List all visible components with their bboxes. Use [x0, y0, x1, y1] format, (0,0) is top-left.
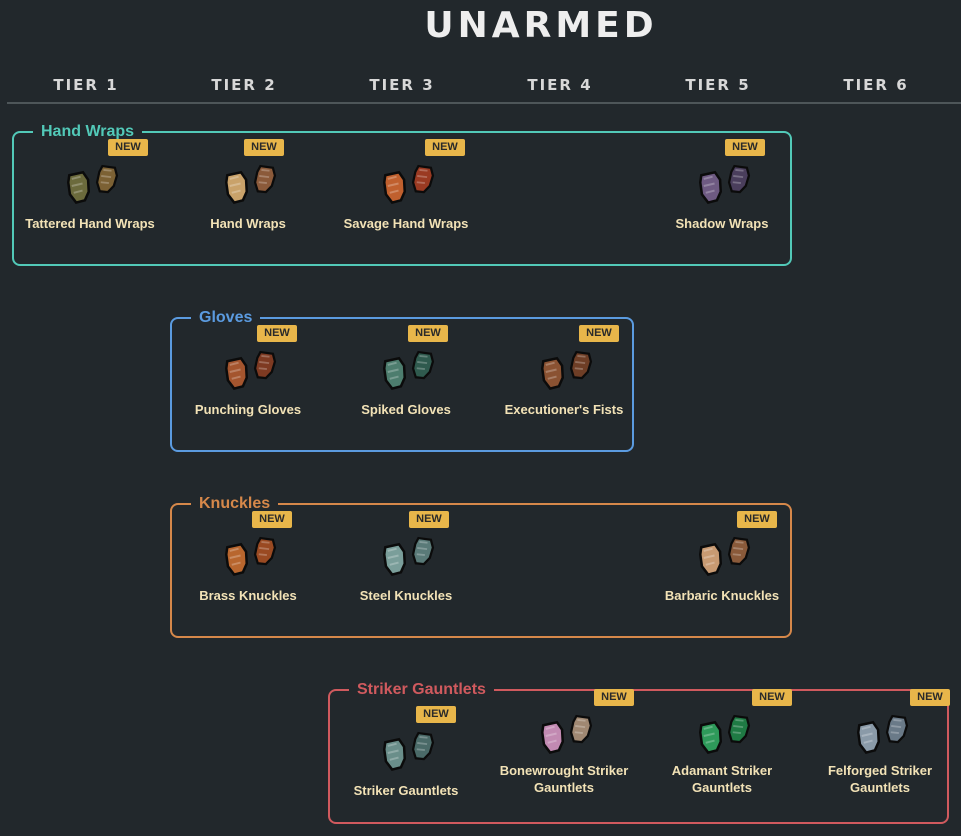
item-name: Tattered Hand Wraps — [25, 216, 155, 231]
item-card[interactable]: NEW Tattered Hand Wraps — [11, 139, 169, 239]
felforged-striker-gauntlets-icon — [857, 714, 909, 754]
item-name: Barbaric Knuckles — [664, 588, 780, 603]
item-name: Savage Hand Wraps — [343, 216, 469, 231]
new-badge: NEW — [108, 139, 148, 156]
item-name: Bonewrought Striker Gauntlets — [499, 763, 629, 795]
header-divider — [7, 102, 961, 104]
item-card[interactable]: NEW Striker Gauntlets — [327, 706, 485, 806]
tier-4-label: TIER 4 — [527, 76, 593, 94]
group-gloves: Gloves NEW Punching Gloves NEW Spiked Gl… — [169, 308, 634, 452]
item-card[interactable]: NEW Punching Gloves — [169, 325, 327, 425]
item-card[interactable]: NEW Steel Knuckles — [327, 511, 485, 611]
group-label: Knuckles — [191, 494, 279, 514]
item-card[interactable]: NEW Brass Knuckles — [169, 511, 327, 611]
item-name: Brass Knuckles — [199, 588, 297, 603]
item-name: Spiked Gloves — [361, 402, 451, 417]
group-knuckles: Knuckles NEW Brass Knuckles NEW Steel Kn… — [169, 494, 792, 638]
new-badge: NEW — [725, 139, 765, 156]
group-label: Hand Wraps — [33, 122, 143, 142]
bonewrought-striker-gauntlets-icon — [541, 714, 593, 754]
tier-3-label: TIER 3 — [369, 76, 435, 94]
item-card[interactable]: NEW Barbaric Knuckles — [643, 511, 801, 611]
item-card[interactable]: NEW Felforged Striker Gauntlets — [801, 689, 959, 795]
new-badge: NEW — [409, 511, 449, 528]
item-name: Felforged Striker Gauntlets — [827, 763, 933, 795]
new-badge: NEW — [594, 689, 634, 706]
punching-gloves-icon — [225, 350, 277, 390]
spiked-gloves-icon — [383, 350, 435, 390]
group-label: Striker Gauntlets — [349, 680, 494, 700]
new-badge: NEW — [579, 325, 619, 342]
barbaric-knuckles-icon — [699, 536, 751, 576]
item-name: Shadow Wraps — [675, 216, 769, 231]
item-name: Punching Gloves — [194, 402, 302, 417]
executioners-fists-icon — [541, 350, 593, 390]
shadow-wraps-icon — [699, 164, 751, 204]
new-badge: NEW — [416, 706, 456, 723]
tier-header: TIER 1 TIER 2 TIER 3 TIER 4 TIER 5 TIER … — [0, 74, 961, 96]
tattered-hand-wraps-icon — [67, 164, 119, 204]
steel-knuckles-icon — [383, 536, 435, 576]
new-badge: NEW — [408, 325, 448, 342]
striker-gauntlets-icon — [383, 731, 435, 771]
item-card[interactable]: NEW Savage Hand Wraps — [327, 139, 485, 239]
new-badge: NEW — [910, 689, 950, 706]
item-card[interactable]: NEW Spiked Gloves — [327, 325, 485, 425]
item-name: Adamant Striker Gauntlets — [671, 763, 773, 795]
new-badge: NEW — [425, 139, 465, 156]
group-hand-wraps: Hand Wraps NEW Tattered Hand Wraps NEW H… — [11, 122, 792, 266]
adamant-striker-gauntlets-icon — [699, 714, 751, 754]
tier-2-label: TIER 2 — [211, 76, 277, 94]
item-name: Striker Gauntlets — [353, 783, 459, 798]
item-card[interactable]: NEW Hand Wraps — [169, 139, 327, 239]
item-card[interactable]: NEW Bonewrought Striker Gauntlets — [485, 689, 643, 795]
new-badge: NEW — [737, 511, 777, 528]
new-badge: NEW — [257, 325, 297, 342]
item-name: Hand Wraps — [210, 216, 286, 231]
tier-5-label: TIER 5 — [685, 76, 751, 94]
item-card[interactable]: NEW Shadow Wraps — [643, 139, 801, 239]
hand-wraps-icon — [225, 164, 277, 204]
savage-hand-wraps-icon — [383, 164, 435, 204]
group-label: Gloves — [191, 308, 261, 328]
item-card[interactable]: NEW Executioner's Fists — [485, 325, 643, 425]
group-striker-gauntlets: Striker Gauntlets NEW Striker Gauntlets … — [327, 680, 950, 824]
new-badge: NEW — [244, 139, 284, 156]
brass-knuckles-icon — [225, 536, 277, 576]
tier-6-label: TIER 6 — [843, 76, 909, 94]
item-name: Executioner's Fists — [504, 402, 624, 417]
item-name: Steel Knuckles — [359, 588, 453, 603]
page-title: UNARMED — [424, 5, 658, 46]
tier-1-label: TIER 1 — [53, 76, 119, 94]
new-badge: NEW — [252, 511, 292, 528]
new-badge: NEW — [752, 689, 792, 706]
item-card[interactable]: NEW Adamant Striker Gauntlets — [643, 689, 801, 795]
